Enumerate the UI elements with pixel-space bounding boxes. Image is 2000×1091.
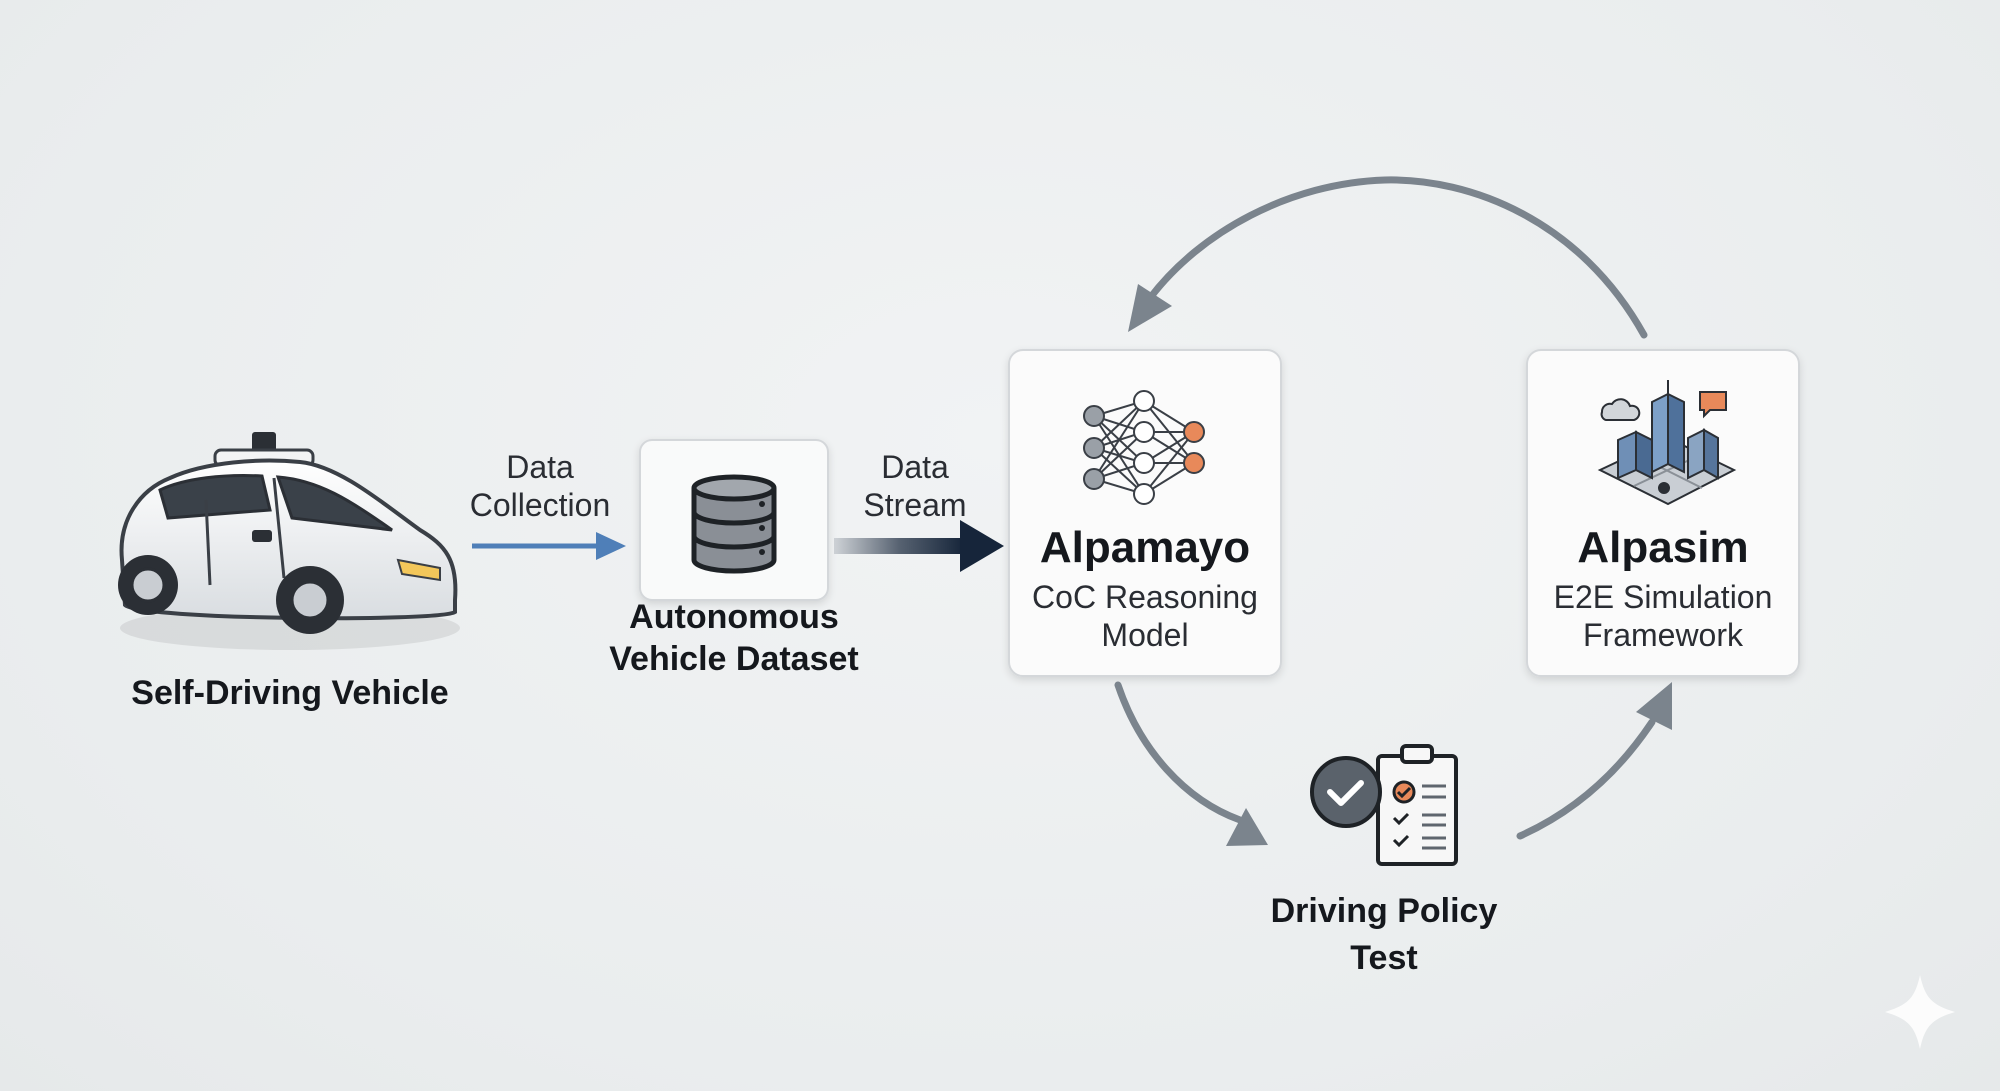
database-icon	[691, 474, 777, 574]
policy-test-label-line2: Test	[1350, 939, 1418, 977]
vehicle-label: Self-Driving Vehicle	[131, 674, 449, 712]
dataset-label-line2: Vehicle Dataset	[609, 640, 859, 678]
data-stream-label-line1: Data	[881, 449, 949, 485]
data-stream-label: Data Stream	[835, 448, 995, 524]
data-collection-label: Data Collection	[440, 448, 640, 524]
alpamayo-subtitle-line1: CoC Reasoning	[1032, 579, 1258, 615]
alpasim-subtitle: E2E Simulation Framework	[1527, 578, 1799, 654]
data-collection-arrow	[472, 532, 626, 560]
loop-arrow-right	[1516, 682, 1672, 840]
data-stream-label-line2: Stream	[863, 487, 967, 523]
alpasim-subtitle-line1: E2E Simulation	[1553, 579, 1773, 615]
alpamayo-subtitle-line2: Model	[1101, 617, 1189, 653]
sparkle-icon	[1885, 975, 1955, 1049]
policy-test-label: Driving Policy Test	[1224, 888, 1544, 982]
dataset-label: Autonomous Vehicle Dataset	[584, 596, 884, 680]
loop-arrow-top	[1128, 176, 1648, 339]
alpasim-card	[1526, 349, 1800, 677]
neural-network-icon	[1083, 390, 1205, 505]
alpamayo-card	[1008, 349, 1282, 677]
dataset-card	[639, 439, 829, 601]
data-stream-arrow	[834, 520, 1004, 572]
data-collection-label-line2: Collection	[469, 487, 611, 523]
dataset-label-line1: Autonomous	[629, 598, 839, 636]
checklist-icon	[1310, 744, 1458, 866]
loop-arrow-left	[1114, 681, 1268, 846]
alpasim-title: Alpasim	[1577, 523, 1749, 572]
city-simulation-icon	[1597, 380, 1737, 506]
alpasim-subtitle-line2: Framework	[1582, 617, 1743, 653]
policy-test-label-line1: Driving Policy	[1270, 892, 1498, 930]
data-collection-label-line1: Data	[506, 449, 574, 485]
alpamayo-title: Alpamayo	[1039, 523, 1251, 572]
alpamayo-subtitle: CoC Reasoning Model	[1009, 578, 1281, 654]
self-driving-car-icon	[118, 432, 460, 650]
